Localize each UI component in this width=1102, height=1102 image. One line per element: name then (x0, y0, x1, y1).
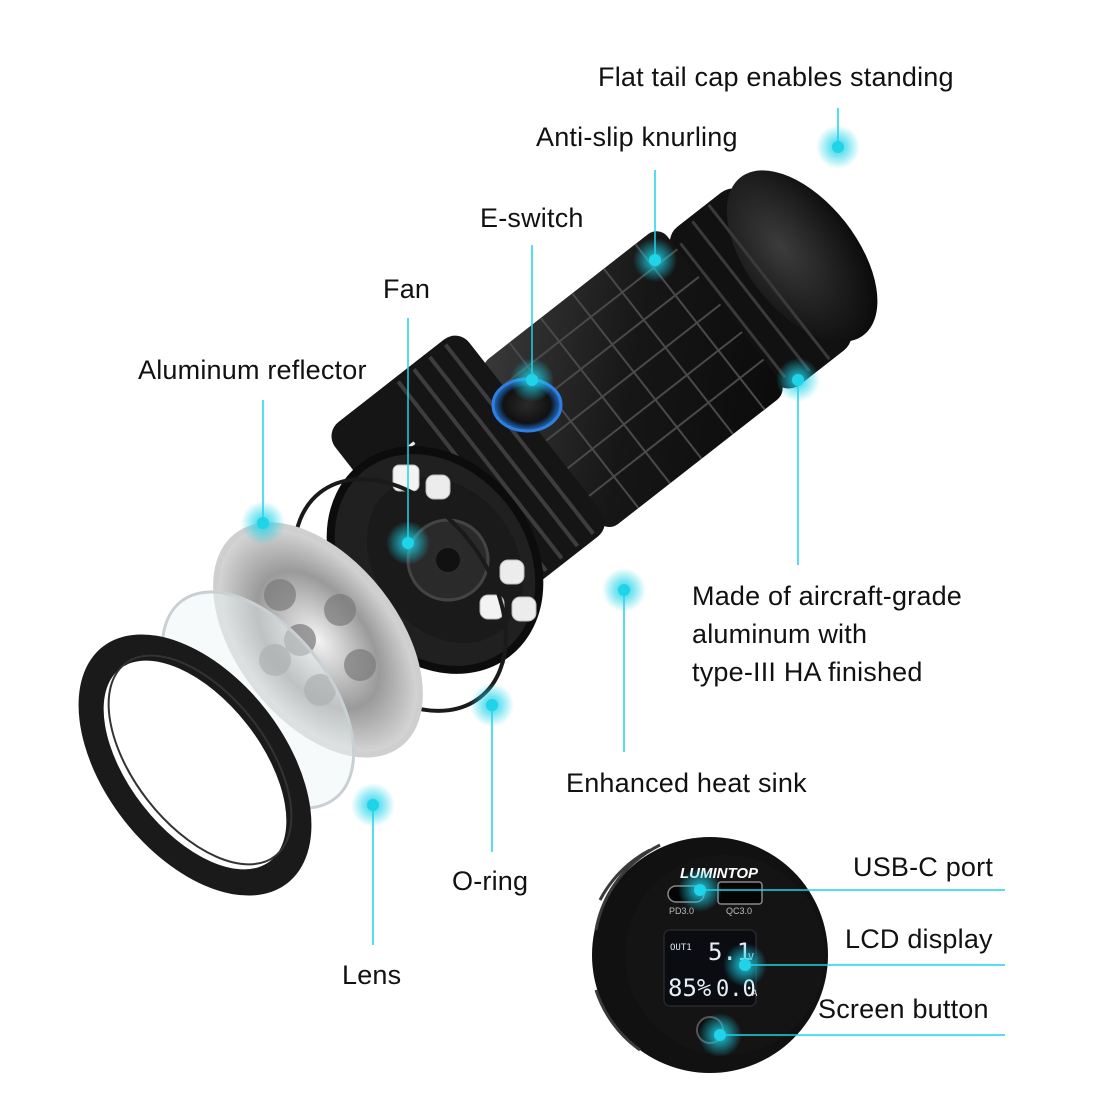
label-e-switch: E-switch (480, 203, 584, 233)
label-lcd: LCD display (845, 924, 993, 954)
label-o-ring: O-ring (452, 866, 529, 896)
label-lens: Lens (342, 960, 402, 990)
label-heat-sink: Enhanced heat sink (566, 768, 807, 798)
label-material-line1: Made of aircraft-grade (692, 581, 963, 611)
qc-label: QC3.0 (726, 906, 752, 916)
label-usb-c: USB-C port (853, 852, 994, 882)
leader-lines (262, 108, 1005, 1036)
label-knurling: Anti-slip knurling (536, 122, 738, 152)
marker-usb-c (678, 868, 722, 912)
marker-lcd (723, 943, 767, 987)
lcd-channel: OUT1 (670, 943, 692, 953)
marker-screen-button (698, 1013, 742, 1057)
marker-e-switch (510, 358, 554, 402)
marker-reflector (241, 501, 285, 545)
aluminum-reflector (213, 522, 423, 758)
label-fan: Fan (383, 274, 431, 304)
marker-o-ring (470, 683, 514, 727)
lcd-battery: 85% (668, 974, 712, 1002)
bezel-ring (78, 634, 312, 896)
marker-knurling (633, 238, 677, 282)
label-tail-cap: Flat tail cap enables standing (598, 62, 954, 92)
lcd-current-unit: A (752, 989, 758, 999)
label-screen-button: Screen button (818, 994, 989, 1024)
marker-fan (386, 521, 430, 565)
usb-a-port (717, 881, 763, 905)
callout-markers (241, 125, 860, 1057)
label-material: Made of aircraft-grade aluminum with typ… (692, 577, 962, 691)
led-array (392, 464, 537, 622)
label-material-line2: aluminum with (692, 619, 868, 649)
label-reflector: Aluminum reflector (138, 355, 367, 385)
label-material-line3: type-III HA finished (692, 657, 923, 687)
marker-lens (351, 783, 395, 827)
marker-heat-sink (602, 568, 646, 612)
flashlight-body: LUMINTOP (326, 170, 878, 674)
marker-tail-cap (816, 125, 860, 169)
pd-label: PD3.0 (669, 906, 694, 916)
marker-material (776, 358, 820, 402)
